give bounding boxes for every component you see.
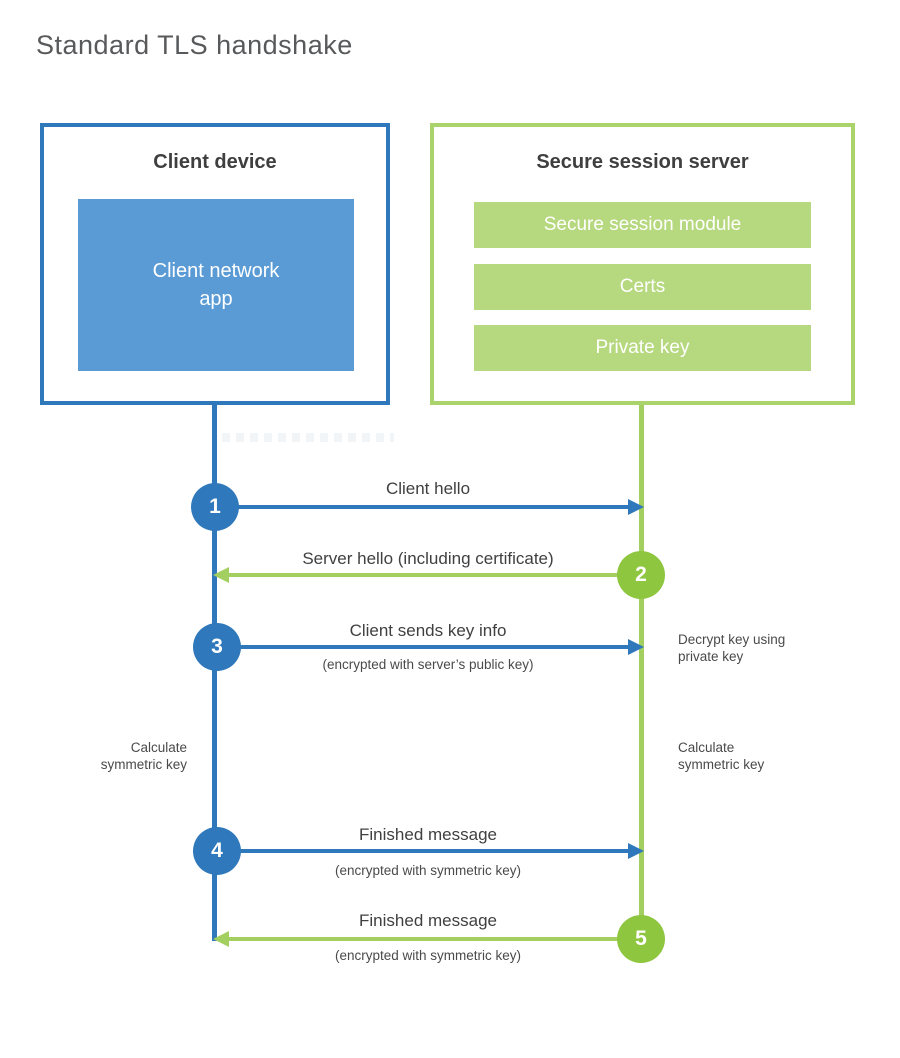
note-calculate-symmetric-left: Calculate symmetric key	[100, 740, 187, 772]
arrowhead-left-icon	[213, 567, 229, 583]
server-module-secure-session: Secure session module	[474, 202, 811, 248]
server-box: Secure session server Secure session mod…	[430, 123, 855, 405]
step-circle-3: 3	[193, 623, 241, 671]
msg-finished-client-sub: (encrypted with symmetric key)	[334, 863, 522, 878]
arrowhead-right-icon	[628, 639, 644, 655]
step-circle-2: 2	[617, 551, 665, 599]
note-decrypt-key: Decrypt key using private key	[678, 632, 786, 664]
arrow-finished-server	[229, 937, 641, 941]
msg-finished-server: Finished message	[359, 911, 497, 930]
page-title: Standard TLS handshake	[36, 30, 353, 60]
client-box-title: Client device	[153, 151, 277, 173]
step-number: 1	[209, 495, 221, 518]
msg-client-key-info-sub: (encrypted with server’s public key)	[322, 657, 534, 672]
client-device-box: Client device Client network app	[40, 123, 390, 405]
arrow-client-hello	[215, 505, 630, 509]
server-box-title: Secure session server	[536, 151, 749, 173]
step-number: 4	[211, 839, 223, 862]
arrowhead-right-icon	[628, 499, 644, 515]
msg-finished-server-sub: (encrypted with symmetric key)	[334, 948, 522, 963]
step-number: 2	[635, 563, 647, 586]
note-calculate-symmetric-right: Calculate symmetric key	[678, 740, 765, 772]
msg-server-hello: Server hello (including certificate)	[302, 549, 554, 568]
arrow-server-hello	[229, 573, 641, 577]
server-module-certs: Certs	[474, 264, 811, 310]
server-module-private-key: Private key	[474, 325, 811, 371]
client-lifeline	[212, 405, 217, 941]
msg-client-key-info: Client sends key info	[349, 621, 507, 640]
arrowhead-right-icon	[628, 843, 644, 859]
msg-client-hello: Client hello	[385, 479, 471, 498]
arrow-client-key-info	[215, 645, 630, 649]
server-lifeline	[639, 405, 644, 939]
step-circle-5: 5	[617, 915, 665, 963]
client-network-app-block: Client network app	[78, 199, 354, 371]
arrow-finished-client	[215, 849, 630, 853]
step-number: 3	[211, 635, 223, 658]
step-circle-1: 1	[191, 483, 239, 531]
step-circle-4: 4	[193, 827, 241, 875]
msg-finished-client: Finished message	[359, 825, 497, 844]
faint-dashed-line	[222, 433, 394, 442]
step-number: 5	[635, 927, 647, 950]
arrowhead-left-icon	[213, 931, 229, 947]
